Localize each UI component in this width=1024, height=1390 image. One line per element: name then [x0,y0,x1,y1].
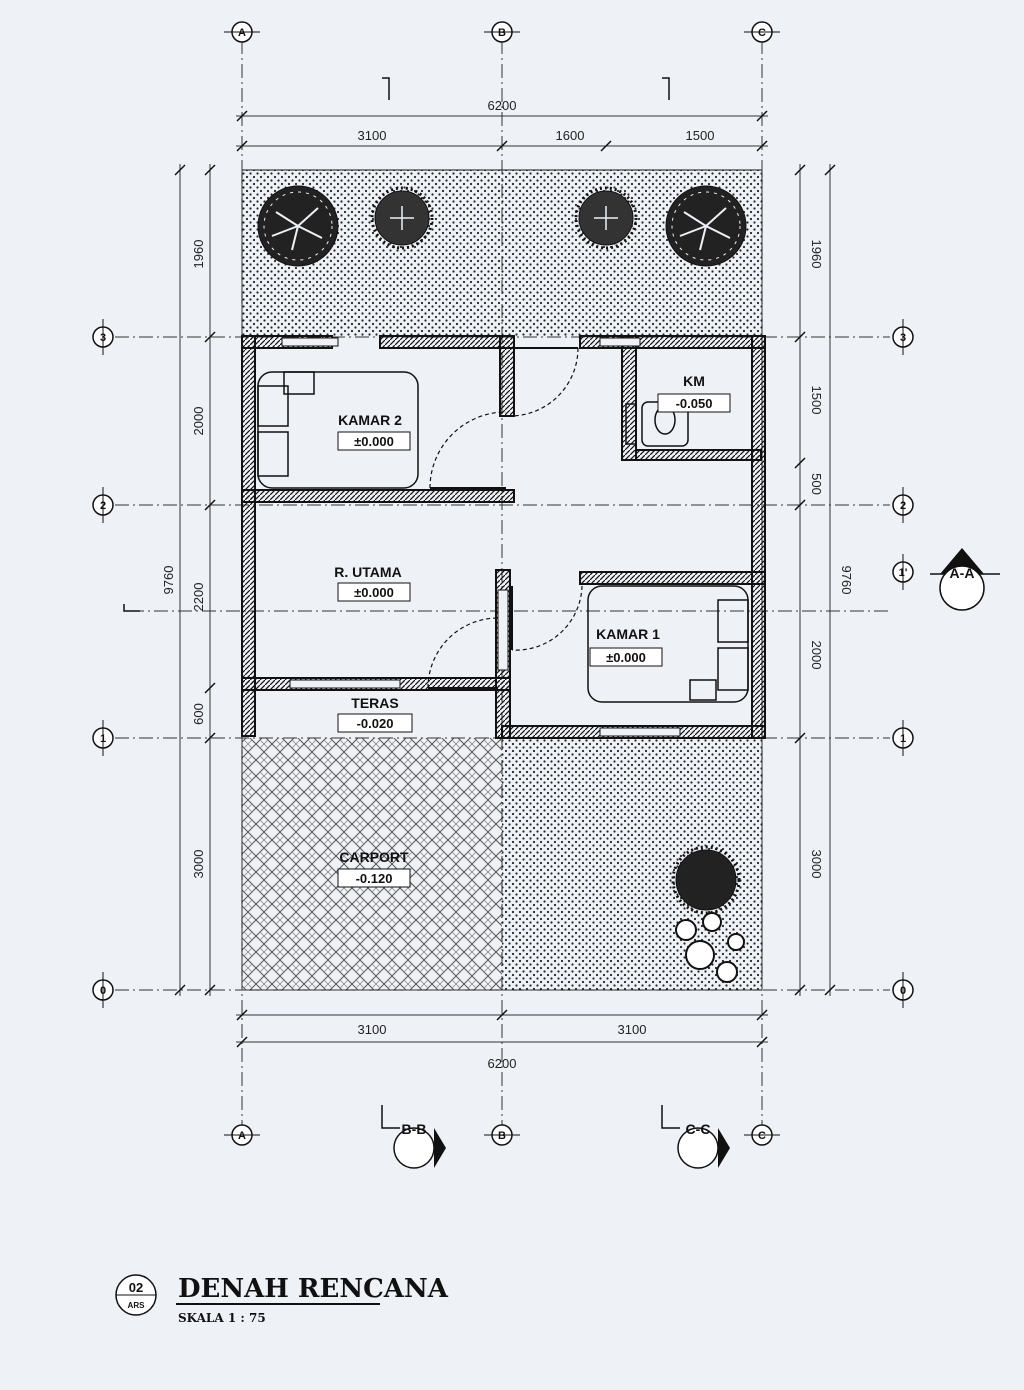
grid-label-1-right: 1 [900,733,906,745]
dim-top-3: 1500 [686,128,715,143]
dim-right-4: 2000 [809,641,824,670]
grid-label-2-left: 2 [100,500,106,512]
svg-text:R. UTAMA: R. UTAMA [334,564,401,580]
grid-label-0-left: 0 [100,985,106,997]
grid-label-a-bottom: A [238,1130,246,1142]
svg-text:±0.000: ±0.000 [606,650,646,665]
dim-bottom-2: 3100 [618,1022,647,1037]
dimension-ticks [174,110,836,1048]
svg-text:A-A: A-A [950,565,975,581]
dim-top-1: 3100 [358,128,387,143]
section-marker-c-c: C-C [661,1105,730,1169]
room-label-km: KM -0.050 [657,373,731,413]
dim-overall-depth-left: 9760 [161,566,176,595]
sheet-code: ARS [128,1301,146,1310]
svg-text:TERAS: TERAS [351,695,398,711]
svg-text:KAMAR 2: KAMAR 2 [338,412,402,428]
svg-text:±0.000: ±0.000 [354,585,394,600]
grid-label-3-right: 3 [900,332,906,344]
room-label-r-utama: R. UTAMA ±0.000 [334,564,411,602]
grid-label-3-left: 3 [100,332,106,344]
grid-label-a-top: A [238,27,246,39]
grid-label-b-top: B [498,27,506,39]
drawing-number: 02 [129,1280,143,1295]
svg-text:-0.020: -0.020 [357,716,394,731]
grid-label-c-bottom: C [758,1130,766,1142]
door-swings [427,347,583,689]
grid-label-0-right: 0 [900,985,906,997]
dim-left-2: 2000 [191,407,206,436]
dim-right-2: 1500 [809,386,824,415]
dim-overall-depth-right: 9760 [839,566,854,595]
dim-right-3: 500 [809,473,824,495]
room-label-carport: CARPORT -0.120 [337,849,411,888]
svg-text:-0.120: -0.120 [356,871,393,886]
dim-bottom-1: 3100 [358,1022,387,1037]
dim-right-1: 1960 [809,240,824,269]
dim-overall-width-bottom: 6200 [488,1056,517,1071]
section-marker-b-b: B-B [381,1105,446,1169]
grid-label-b-bottom: B [498,1130,506,1142]
room-label-kamar-2: KAMAR 2 ±0.000 [337,412,411,451]
dim-left-3: 2200 [191,583,206,612]
dim-left-5: 3000 [191,850,206,879]
drawing-scale: SKALA 1 : 75 [178,1311,266,1325]
dim-left-4: 600 [191,703,206,725]
grid-label-c-top: C [758,27,766,39]
drawing-title: DENAH RENCANA [178,1274,449,1304]
svg-text:-0.050: -0.050 [676,396,713,411]
carport-paving [242,738,502,990]
svg-text:C-C: C-C [686,1121,711,1137]
svg-text:B-B: B-B [402,1121,427,1137]
dim-right-5: 3000 [809,850,824,879]
grid-label-1-left: 1 [100,733,106,745]
grid-label-1prime-right: 1' [899,567,908,579]
title-block: 02 ARS DENAH RENCANA SKALA 1 : 75 [115,1274,449,1325]
section-marker-a-a: A-A [930,548,1000,611]
windows [281,337,681,737]
svg-text:KAMAR 1: KAMAR 1 [596,626,660,642]
svg-text:CARPORT: CARPORT [339,849,409,865]
room-label-kamar-1: KAMAR 1 ±0.000 [589,626,663,667]
dim-overall-width-top: 6200 [488,98,517,113]
svg-text:±0.000: ±0.000 [354,434,394,449]
dim-left-1: 1960 [191,240,206,269]
tree-symbols [257,185,747,983]
grid-label-2-right: 2 [900,500,906,512]
svg-text:KM: KM [683,373,705,389]
room-label-teras: TERAS -0.020 [337,695,413,733]
dim-top-2: 1600 [556,128,585,143]
